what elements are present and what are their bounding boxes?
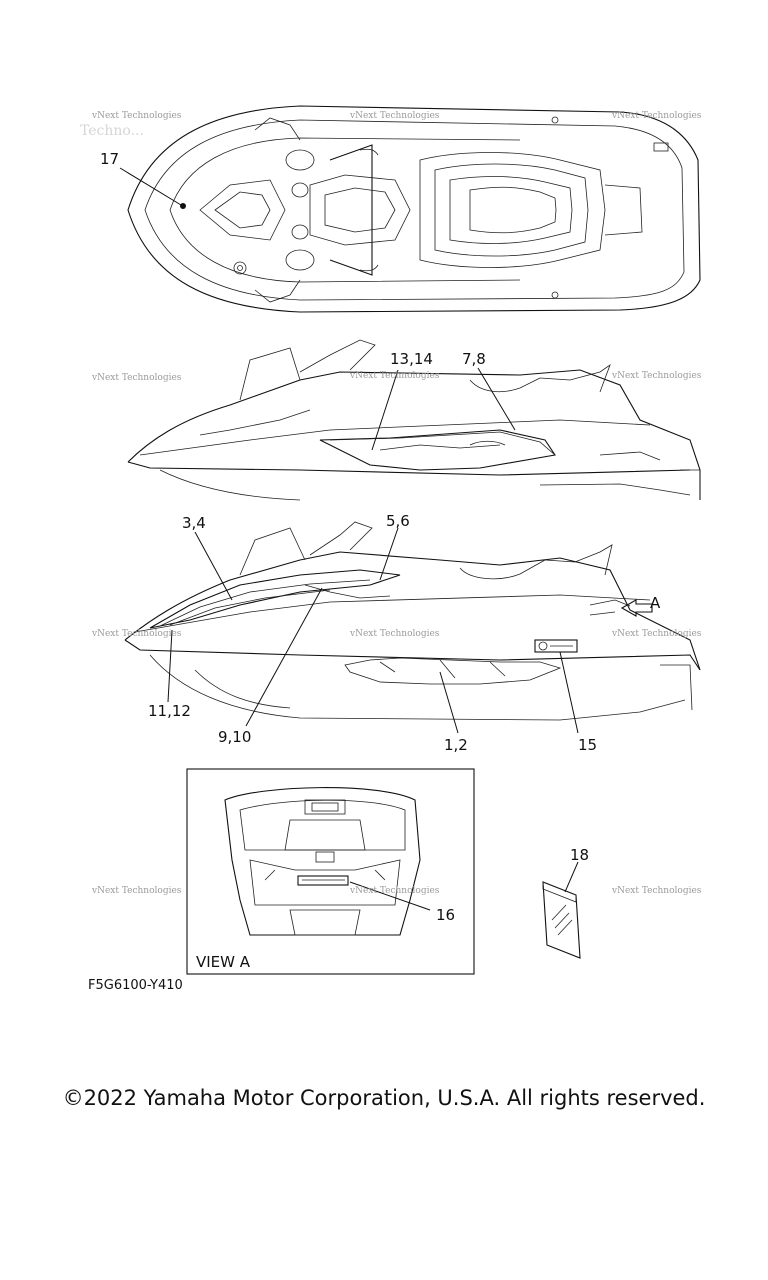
diagram-code: F5G6100-Y410 [88,978,183,993]
watermark-text: vNext Technologies [91,373,182,383]
callout-15: 15 [578,736,597,754]
watermark-text: vNext Technologies [349,629,440,639]
callout-3-4: 3,4 [182,514,206,532]
item-18-packet [542,861,581,959]
copyright-notice: ©2022 Yamaha Motor Corporation, U.S.A. A… [62,1086,706,1110]
view-arrow-label: A [650,594,661,612]
watermark-text: vNext Technologies [349,371,440,381]
view-a-label: VIEW A [196,953,251,971]
svg-text:Techno...: Techno... [80,123,144,139]
callout-17: 17 [100,150,119,168]
watermark-text: vNext Technologies [91,111,182,121]
watermark-text: vNext Technologies [611,111,702,121]
callout-1-2: 1,2 [444,736,468,754]
callout-13-14: 13,14 [390,350,433,368]
watermark-text: vNext Technologies [611,371,702,381]
callout-9-10: 9,10 [218,728,251,746]
side-view-craft-lower [124,521,701,734]
side-view-craft-upper [127,339,701,501]
callout-18: 18 [570,846,589,864]
callout-7-8: 7,8 [462,350,486,368]
callout-5-6: 5,6 [386,512,410,530]
callout-11-12: 11,12 [148,702,191,720]
watermark-text: vNext Technologies [349,111,440,121]
callouts: 17 13,14 7,8 3,4 5,6 11,12 9,10 1,2 15 1… [100,150,661,971]
watermark-text: vNext Technologies [91,629,182,639]
watermark-text: vNext Technologies [91,886,182,896]
watermarks: Techno... vNext Technologies vNext Techn… [80,111,702,896]
watermark-text: vNext Technologies [611,886,702,896]
watermark-text: vNext Technologies [349,886,440,896]
callout-16: 16 [436,906,455,924]
view-a-panel [186,768,475,975]
watermark-text: vNext Technologies [611,629,702,639]
top-view-craft [119,105,701,313]
